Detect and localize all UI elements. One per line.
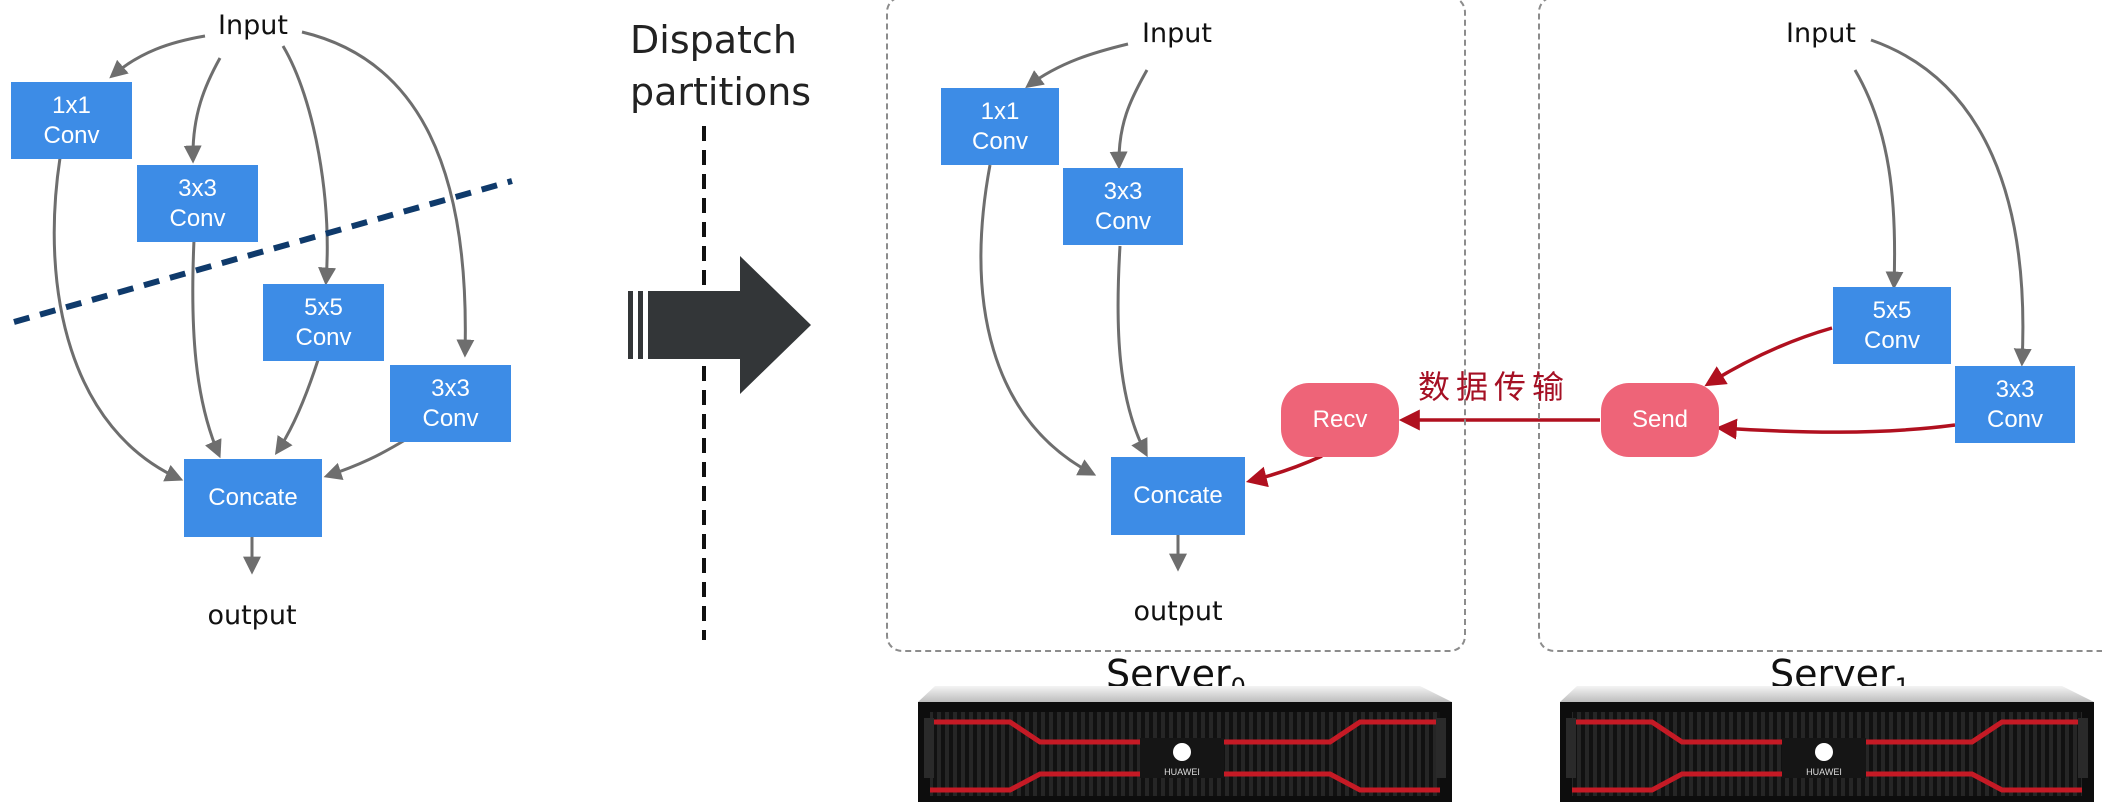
s0-edge-3x3-to-concat [1116,245,1148,458]
edge-input-to-3x3b [301,30,475,358]
server1-input-label: Input [1786,18,1856,49]
s1-edge-input-to-5x5 [1853,69,1904,290]
original-conv-3x3-a: 3x3 Conv [137,165,258,242]
dispatch-arrow-icon [628,256,811,394]
edge-3x3-to-send [1715,418,1956,440]
s1-edge-input-to-3x3 [1870,38,2032,367]
edge-input-to-3x3a [183,57,222,164]
server0-conv-1x1: 1x1 Conv [941,88,1059,165]
server1-conv-3x3: 3x3 Conv [1955,366,2075,443]
original-output-label: output [207,600,297,631]
s0-edge-input-to-3x3 [1109,69,1149,170]
server1-name: Server [1770,652,1895,696]
edge-5x5-to-concat [274,359,320,455]
send-node: Send [1601,383,1719,457]
server1-index: 1 [1894,673,1910,701]
s0-edge-1x1-to-concat [979,164,1097,476]
original-concat-node: Concate [184,459,322,537]
original-conv-5x5: 5x5 Conv [263,284,384,361]
dispatch-line-1: Dispatch [630,18,797,62]
dispatch-label: Dispatch partitions [630,14,811,118]
server1-edges [1853,38,2032,367]
edge-input-to-5x5 [281,45,337,286]
edge-5x5-to-send [1704,326,1833,387]
partition-cut-line [13,178,513,325]
s0-edge-input-to-1x1 [1025,42,1129,89]
server0-concat-node: Concate [1111,457,1245,535]
transfer-edges [1245,326,1956,488]
server0-partition-box [886,0,1466,652]
original-graph-edges [52,30,475,575]
edge-recv-to-concat [1245,454,1323,488]
server0-index: 0 [1230,673,1246,701]
server0-conv-3x3: 3x3 Conv [1063,168,1183,245]
original-input-label: Input [218,10,288,41]
dispatch-line-2: partitions [630,70,812,114]
server1-partition-box [1538,0,2102,652]
server0-output-label: output [1133,596,1223,627]
server0-name: Server [1106,652,1231,696]
server1-label: Server1 [1770,652,1910,701]
edge-1x1-to-concat [52,157,184,482]
transfer-label: 数据传输 [1418,368,1571,406]
recv-node: Recv [1281,383,1399,457]
server0-edges [979,42,1187,572]
server1-conv-5x5: 5x5 Conv [1833,287,1951,364]
server0-input-label: Input [1142,18,1212,49]
original-conv-1x1: 1x1 Conv [11,82,132,159]
edge-3x3b-to-concat [323,438,406,480]
original-conv-3x3-b: 3x3 Conv [390,365,511,442]
edge-3x3a-to-concat [191,239,222,459]
edge-input-to-1x1 [109,34,206,79]
server0-label: Server0 [1106,652,1246,701]
